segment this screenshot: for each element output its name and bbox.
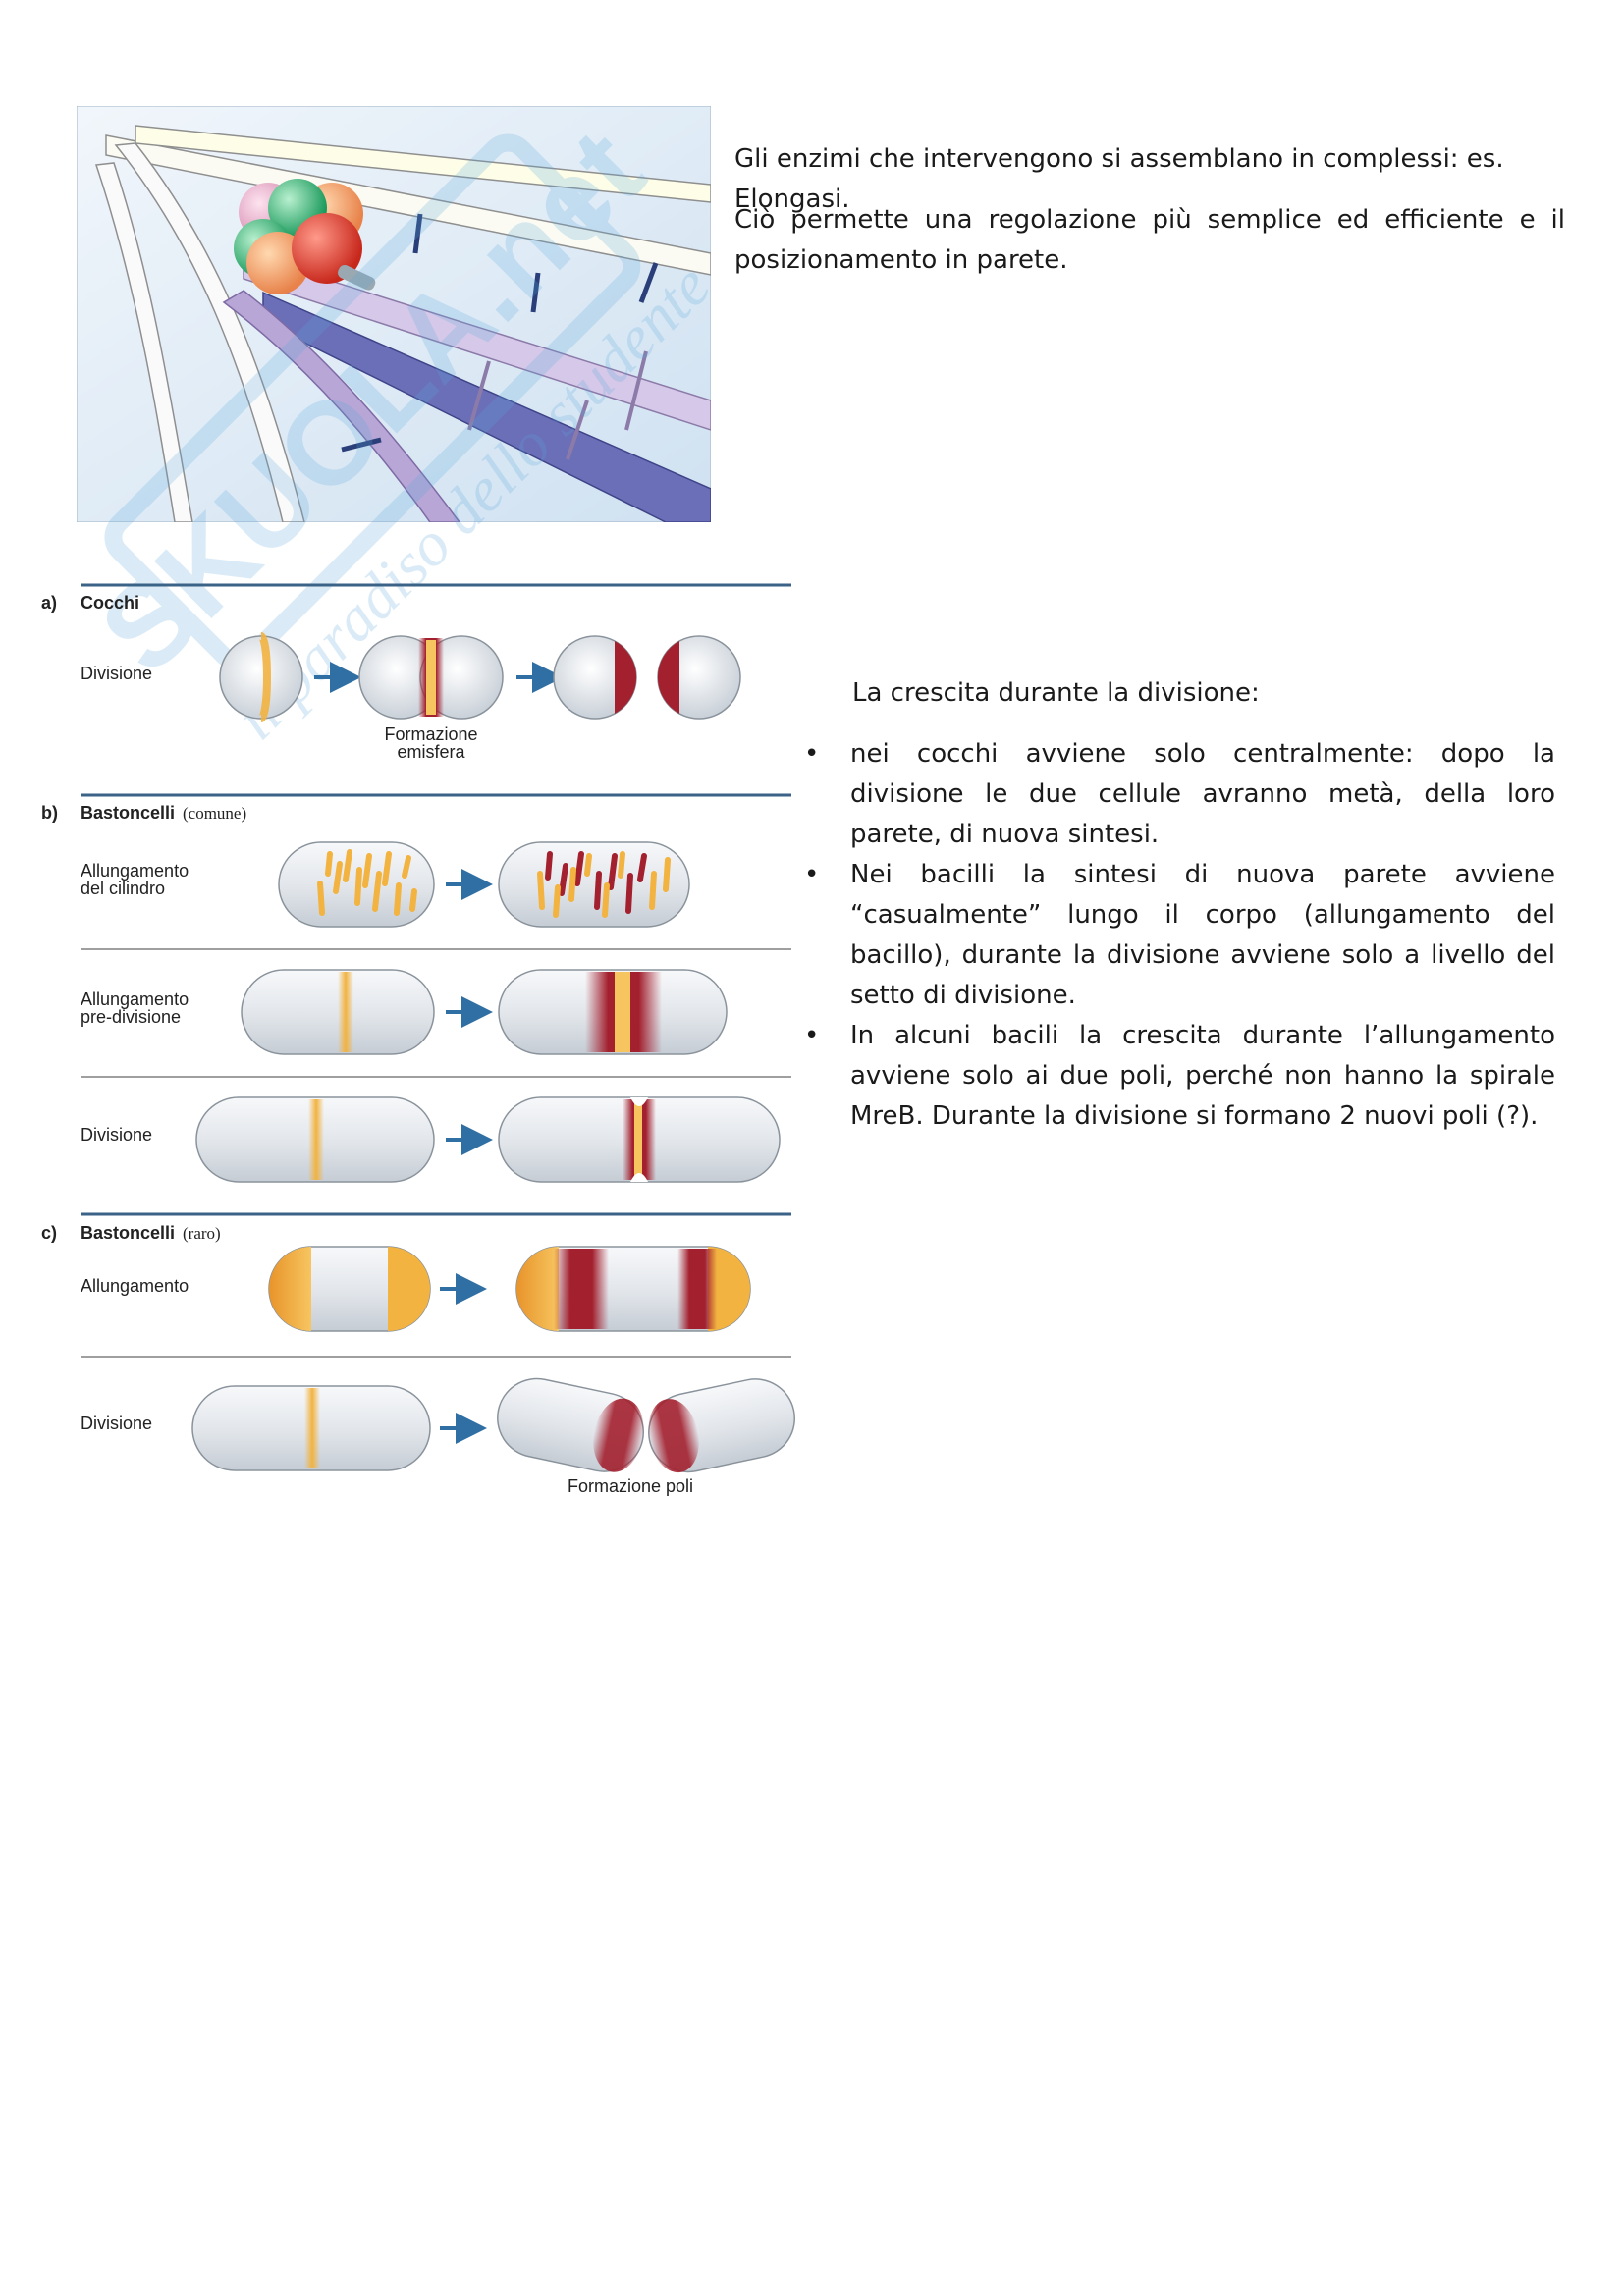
coccus-dividing [358,635,504,720]
row-label-c-elongation: Allungamento [81,1276,189,1296]
bullet-text: In alcuni bacili la crescita durante l’a… [850,1021,1555,1131]
bullet-text: nei cocchi avviene solo centralmente: do… [850,739,1555,849]
row-label-c-division: Divisione [81,1414,152,1433]
section-a-letter: a) [41,593,57,613]
caption-poles: Formazione poli [568,1476,693,1496]
section-c-title: Bastoncelli [81,1223,175,1243]
section-a-title: Cocchi [81,593,139,613]
bullet-text: Nei bacilli la sintesi di nuova parete a… [850,860,1555,1010]
bullet-icon: • [804,1021,820,1050]
paragraph-regulation: Ciò permette una regolazione più semplic… [734,205,1565,275]
rod-pole-division-after [497,1377,796,1473]
rod-predivision-before [241,969,435,1055]
section-b-letter: b) [41,803,58,823]
rod-cylinder-after [498,841,690,928]
section-c-subtitle: (raro) [183,1224,221,1243]
section-c-letter: c) [41,1223,57,1243]
list-item: • In alcuni bacili la crescita durante l’… [804,1016,1555,1137]
peptidoglycan-illustration [77,106,711,522]
paragraph-growth-intro: La crescita durante la divisione: [852,678,1260,708]
row-label-a-division: Divisione [81,664,152,683]
rod-cylinder-before [278,841,435,928]
caption-hemisphere-2: emisfera [397,742,465,762]
row-label-b-cylinder-2: del cilindro [81,879,165,898]
row-label-b-predivision-1: Allungamento [81,989,189,1009]
section-b-title: Bastoncelli [81,803,175,823]
paragraph-enzymes: Gli enzimi che intervengono si assemblan… [734,144,1504,214]
list-item: • Nei bacilli la sintesi di nuova parete … [804,855,1555,1016]
rod-division-before [195,1096,435,1183]
coccus-daughter-right [657,635,741,720]
cell-growth-diagram: a) Cocchi Divisione Formazione emisfera … [41,583,796,1496]
rod-pole-growth-after [515,1246,751,1332]
row-label-b-cylinder-1: Allungamento [81,861,189,881]
list-item: • nei cocchi avviene solo centralmente: d… [804,734,1555,855]
section-b-subtitle: (comune) [183,804,246,823]
bullet-icon: • [804,739,820,769]
rod-pole-growth-before [268,1246,431,1332]
coccus-before [219,632,303,722]
coccus-daughter-left [553,635,637,720]
bullet-icon: • [804,860,820,889]
rod-division-after [498,1096,781,1183]
rod-pole-division-before [191,1385,431,1471]
growth-bullet-list: • nei cocchi avviene solo centralmente: d… [804,734,1555,1137]
rod-predivision-after [498,969,728,1055]
row-label-b-division: Divisione [81,1125,152,1145]
caption-hemisphere-1: Formazione [384,724,477,744]
row-label-b-predivision-2: pre-divisione [81,1007,181,1027]
